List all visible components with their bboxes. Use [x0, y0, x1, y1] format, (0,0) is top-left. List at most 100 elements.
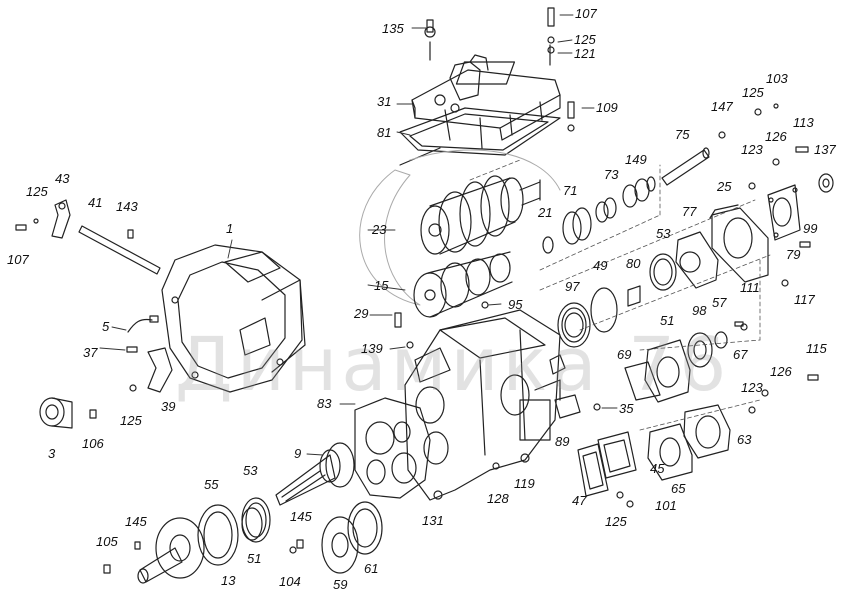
callout-113: 113 [793, 115, 814, 130]
nut-137 [819, 174, 833, 192]
callout-101: 101 [655, 498, 677, 513]
watermark-swoosh [360, 150, 560, 305]
callout-5: 5 [102, 319, 110, 334]
gasket-77 [676, 232, 718, 288]
callout-9: 9 [294, 446, 302, 461]
callout-145-right: 145 [290, 509, 312, 524]
callout-126-bottom: 126 [770, 364, 792, 379]
callout-119: 119 [514, 476, 535, 491]
callout-29: 29 [354, 306, 369, 321]
callout-31: 31 [377, 94, 392, 109]
callout-149: 149 [625, 152, 647, 167]
callout-51: 51 [660, 313, 675, 328]
callout-69: 69 [617, 347, 632, 362]
seal-59-61 [322, 502, 382, 573]
callout-89: 89 [555, 434, 570, 449]
callout-111: 111 [740, 280, 760, 295]
callout-117: 117 [794, 292, 815, 307]
callout-77: 77 [682, 204, 697, 219]
ring-49 [591, 288, 617, 332]
callout-145-left: 145 [125, 514, 147, 529]
callout-25: 25 [717, 179, 732, 194]
lever-43 [52, 200, 70, 238]
gasket-55 [198, 505, 238, 565]
callout-106: 106 [82, 436, 104, 451]
callout-139: 139 [361, 341, 383, 356]
callout-115: 115 [806, 341, 827, 356]
callout-35: 35 [619, 401, 634, 416]
callout-79: 79 [786, 247, 801, 262]
cover-69 [625, 340, 690, 402]
input-shaft-9 [276, 443, 354, 505]
gasket-83 [355, 398, 430, 498]
bearing-98 [688, 332, 727, 367]
shaft-75 [662, 148, 709, 185]
rings-53-51-front [242, 498, 270, 542]
callout-98: 98 [692, 303, 707, 318]
callout-41: 41 [88, 195, 103, 210]
callout-59: 59 [333, 577, 348, 592]
cover-45-47 [578, 432, 636, 496]
callout-123-bottom: 123 [741, 380, 763, 395]
callout-1: 1 [226, 221, 234, 236]
callout-104: 104 [279, 574, 301, 589]
callout-97: 97 [565, 279, 580, 294]
fasteners [16, 104, 818, 573]
callout-123-top: 123 [741, 142, 763, 157]
callout-121: 121 [574, 46, 596, 61]
callout-3: 3 [48, 446, 56, 461]
callout-47: 47 [572, 493, 587, 508]
callout-125-mid: 125 [120, 413, 142, 428]
callout-67: 67 [733, 347, 748, 362]
gear-cluster-23 [421, 176, 540, 254]
rings-53-80 [628, 254, 676, 306]
callout-125-bottom: 125 [605, 514, 627, 529]
hose-5 [128, 316, 158, 332]
callout-83: 83 [317, 396, 332, 411]
clutch-housing-1 [162, 245, 305, 392]
callout-15: 15 [374, 278, 389, 293]
gear-cluster-15 [414, 252, 512, 317]
callout-49: 49 [593, 258, 608, 273]
gear-71 [543, 177, 655, 253]
callout-125-top: 125 [574, 32, 596, 47]
callout-23: 23 [372, 222, 387, 237]
callout-75: 75 [675, 127, 690, 142]
callout-45: 45 [650, 461, 665, 476]
callout-131: 131 [422, 513, 444, 528]
callout-135: 135 [382, 21, 404, 36]
cover-13 [138, 518, 204, 583]
rear-housing-25 [710, 205, 768, 282]
callout-39: 39 [161, 399, 176, 414]
callout-103: 103 [766, 71, 788, 86]
watermark-text: Динамика 76 [175, 322, 731, 408]
callout-126-top: 126 [765, 129, 787, 144]
callout-53-front: 53 [243, 463, 258, 478]
callout-95: 95 [508, 297, 523, 312]
callout-37: 37 [83, 345, 98, 360]
callout-147: 147 [711, 99, 733, 114]
callout-99: 99 [803, 221, 818, 236]
callout-57: 57 [712, 295, 727, 310]
callout-109: 109 [596, 100, 618, 115]
bearing-97 [558, 303, 590, 347]
callout-143: 143 [116, 199, 138, 214]
callout-53: 53 [656, 226, 671, 241]
callout-107-top: 107 [575, 6, 597, 21]
callout-125-right: 125 [742, 85, 764, 100]
callout-43: 43 [55, 171, 70, 186]
callout-80: 80 [626, 256, 641, 271]
assembly-axes [470, 160, 770, 430]
cover-63-65 [648, 405, 730, 480]
release-bearing-3 [40, 398, 72, 428]
callout-51-front: 51 [247, 551, 262, 566]
callout-128: 128 [487, 491, 509, 506]
callout-81: 81 [377, 125, 392, 140]
callout-105: 105 [96, 534, 118, 549]
callout-63: 63 [737, 432, 752, 447]
callout-71: 71 [563, 183, 578, 198]
fork-39 [148, 348, 172, 392]
callout-61: 61 [364, 561, 379, 576]
